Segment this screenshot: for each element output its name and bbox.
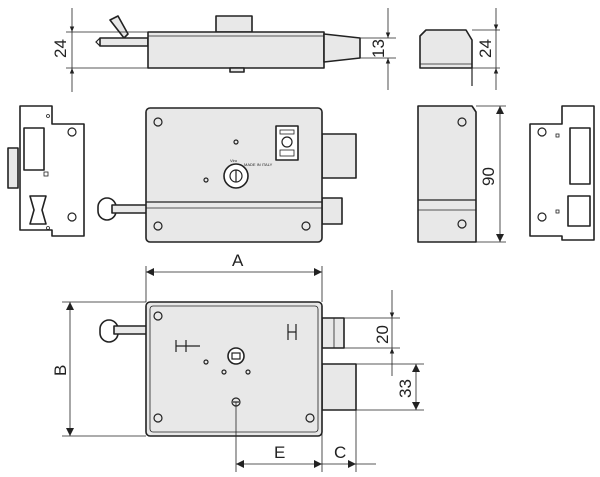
- back-screw-bl: [153, 413, 163, 423]
- side-screw-bottom: [457, 219, 467, 229]
- back-mark-left: [175, 340, 200, 352]
- top-bottom-tab: [229, 67, 245, 73]
- back-body: [145, 301, 323, 437]
- back-screw-tl: [153, 311, 163, 321]
- front-handle-bar: [111, 204, 149, 214]
- dim-c: C: [334, 443, 346, 462]
- front-bolt-upper: [321, 133, 357, 179]
- back-bolt-upper: [321, 317, 345, 349]
- brand-sub-label: MADE IN ITALY: [244, 162, 273, 167]
- front-bolt-lower: [321, 197, 343, 225]
- dim-side-24: 24: [476, 39, 495, 58]
- side-view: 90: [417, 105, 506, 243]
- top-body: [147, 31, 325, 69]
- back-view: A B 20 33 E C: [51, 251, 424, 472]
- strike-right-slot-top: [569, 127, 591, 185]
- strike-left-screw-top: [67, 127, 77, 137]
- dim-side-90: 90: [479, 167, 498, 186]
- strike-left-edge: [7, 147, 19, 189]
- dim-e: E: [274, 443, 285, 462]
- top-cylinder-block: [215, 15, 253, 33]
- back-handle-bar: [113, 325, 149, 335]
- front-view: Viro MADE IN ITALY: [97, 107, 357, 243]
- dim-b: B: [51, 365, 70, 376]
- strike-left-slot-top: [23, 127, 45, 171]
- dim-a: A: [232, 251, 244, 270]
- back-screw-br: [305, 413, 315, 423]
- top-latch-bar: [99, 37, 149, 47]
- brand-label: Viro: [230, 158, 238, 163]
- front-pin-left: [203, 177, 209, 183]
- strike-left-screw-bottom: [67, 212, 77, 222]
- strike-right-slot-bottom: [567, 195, 591, 227]
- dim-33: 33: [396, 379, 415, 398]
- top-view: 24 13: [51, 8, 396, 92]
- top-bolt: [323, 33, 361, 63]
- back-cylinder: [227, 347, 245, 365]
- side-body: [417, 105, 477, 243]
- top-latch-lever: [109, 15, 129, 39]
- front-screw-tl: [153, 117, 163, 127]
- side-screw-top: [457, 117, 467, 127]
- strike-right-screw-bottom: [537, 212, 547, 222]
- side-top-view: 24: [419, 8, 500, 90]
- strike-plate-right: [529, 105, 595, 241]
- front-logo-tag: [275, 125, 299, 161]
- back-mark-right: [287, 324, 297, 340]
- front-screw-br: [301, 221, 311, 231]
- front-screw-bl: [153, 221, 163, 231]
- strike-left-slot-bottom: [29, 195, 47, 225]
- dim-top-24: 24: [51, 39, 70, 58]
- back-bolt-lower: [321, 363, 357, 411]
- dim-20: 20: [373, 325, 392, 344]
- front-pin-top: [233, 139, 239, 145]
- strike-left-plate: [19, 105, 85, 237]
- side-top-body: [419, 29, 473, 69]
- strike-plate-left: [7, 105, 85, 237]
- dim-top-13: 13: [369, 39, 388, 58]
- strike-right-screw-top: [537, 127, 547, 137]
- top-latch-end: [95, 37, 101, 47]
